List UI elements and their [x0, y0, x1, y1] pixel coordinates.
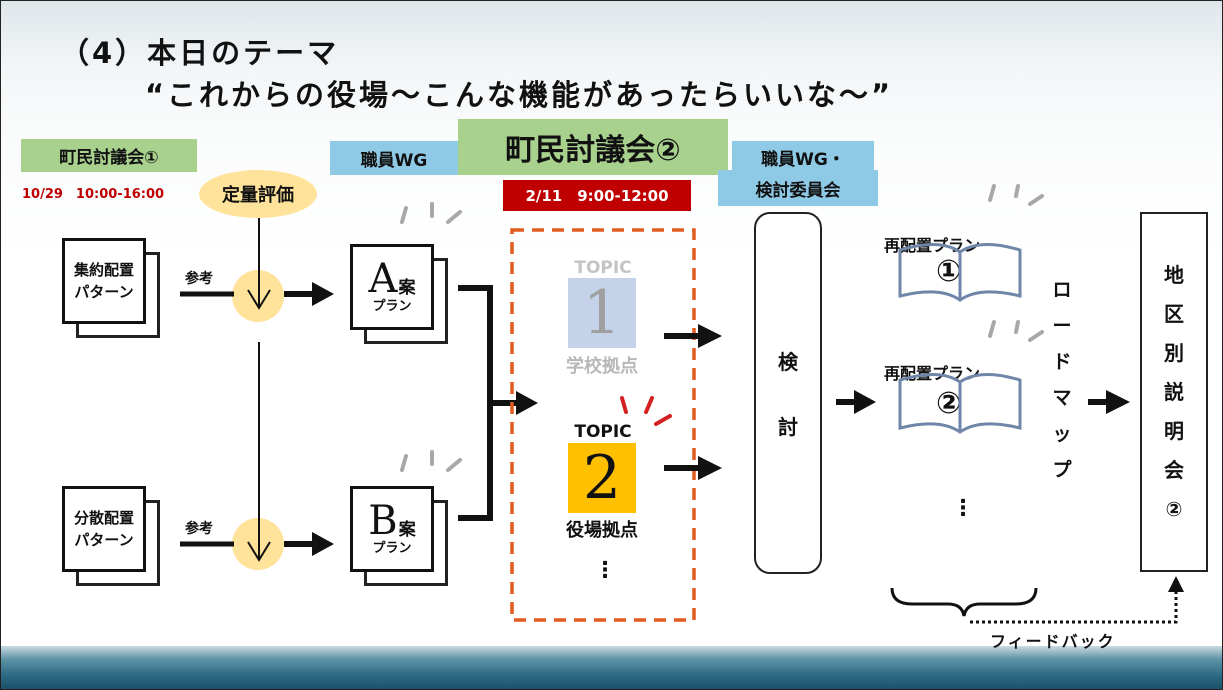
review-char-2: 討	[778, 415, 798, 439]
topic-2-number-box: 2	[568, 443, 636, 513]
feedback-label: フィードバック	[990, 632, 1116, 651]
roadmap-char-3: ド	[1052, 351, 1072, 373]
topic-2-name: 役場拠点	[566, 520, 638, 541]
topic-1-word: TOPIC	[574, 258, 632, 278]
district-char-4: 説	[1164, 379, 1184, 404]
district-char-6: 会	[1164, 457, 1184, 482]
topic-2-word: TOPIC	[574, 422, 632, 442]
district-briefing-box: 地 区 別 説 明 会 ②	[1140, 212, 1208, 572]
sea-background-strip	[0, 646, 1223, 690]
aggregate-pattern-line2: パターン	[74, 283, 134, 301]
plans-merge-connector	[458, 285, 518, 521]
topics-dashed-frame	[510, 228, 696, 622]
aggregate-pattern-doc: 集約配置 パターン	[62, 238, 146, 324]
relocation-1-book-icon	[898, 242, 1022, 302]
plans-merge-arrowhead	[516, 391, 538, 415]
relocation-plan-2-number: ②	[936, 386, 962, 421]
plans-curly-brace	[890, 587, 1038, 617]
distributed-pattern-line2: パターン	[74, 531, 134, 549]
plan-a-doc: A 案 プラン	[350, 244, 434, 330]
eval-arrow-2	[247, 342, 271, 562]
quantitative-evaluation-oval: 定量評価	[199, 170, 317, 218]
plan-a-attention-marks	[400, 202, 462, 224]
staff-wg-label: 職員WG	[330, 141, 458, 175]
reference-label-2: 参考	[185, 521, 213, 537]
circle1-to-plan-a-arrow	[284, 282, 334, 306]
distributed-pattern-line1: 分散配置	[73, 509, 134, 527]
relocation-1-attention-marks	[988, 184, 1044, 206]
aggregate-pattern-line1: 集約配置	[73, 261, 134, 279]
topic-1-name: 学校拠点	[566, 356, 638, 377]
roadmap-vertical-label: ロ ー ド マ ッ プ	[1046, 272, 1078, 488]
plan-b-suffix: 案	[398, 520, 416, 540]
relocation-plan-1-number: ①	[936, 254, 962, 289]
plan-b-doc: B 案 プラン	[350, 486, 434, 572]
staff-wg-committee-label-line1: 職員WG・	[732, 141, 874, 173]
relocation-2-attention-marks	[988, 320, 1044, 342]
plan-b-title: B 案	[368, 501, 415, 541]
topic-1-number-box: 1	[568, 278, 636, 348]
relocation-2-book-icon	[898, 372, 1022, 434]
circle2-to-plan-b-arrow	[284, 532, 334, 556]
plan-a-subtitle: プラン	[372, 299, 412, 314]
plan-b-attention-marks	[400, 450, 462, 472]
staff-wg-committee-label-line2: 検討委員会	[718, 170, 878, 206]
citizen-meeting-2-label: 町民討議会②	[458, 119, 728, 175]
feedback-arrowhead	[1168, 576, 1184, 592]
review-char-1: 検	[778, 350, 798, 374]
plan-b-subtitle: プラン	[372, 541, 412, 556]
title-line-2: “これからの役場～こんな機能があったらいいな～”	[145, 78, 894, 112]
reference-label-1: 参考	[185, 271, 213, 287]
plan-a-title: A 案	[369, 259, 416, 299]
topic-2-attention-marks	[620, 396, 672, 426]
district-char-3: 別	[1164, 340, 1184, 365]
eval-arrow-1	[247, 218, 271, 310]
title-line-1: （4）本日のテーマ	[60, 36, 340, 70]
roadmap-to-district-arrow	[1088, 390, 1130, 414]
plan-a-letter: A	[368, 256, 398, 302]
review-box: 検 討	[754, 212, 822, 574]
citizen-meeting-2-time: 2/11 9:00-12:00	[503, 180, 691, 211]
citizen-meeting-1-label: 町民討議会①	[21, 139, 197, 172]
feedback-dotted-arrow	[970, 592, 1178, 624]
topic2-to-review-arrow	[664, 456, 722, 480]
district-char-5: 明	[1164, 418, 1184, 443]
roadmap-char-4: マ	[1052, 387, 1072, 409]
district-char-7: ②	[1165, 496, 1183, 521]
distributed-pattern-doc: 分散配置 パターン	[62, 486, 146, 572]
roadmap-char-2: ー	[1052, 315, 1072, 337]
district-char-1: 地	[1164, 262, 1184, 287]
plan-a-suffix: 案	[398, 278, 416, 298]
plan-b-letter: B	[368, 498, 398, 544]
district-char-2: 区	[1164, 301, 1184, 326]
review-to-plans-arrow	[836, 390, 876, 414]
roadmap-char-1: ロ	[1052, 279, 1072, 301]
roadmap-char-6: プ	[1052, 459, 1072, 481]
topic1-to-review-arrow	[664, 324, 722, 348]
citizen-meeting-1-time: 10/29 10:00-16:00	[22, 187, 165, 202]
roadmap-char-5: ッ	[1052, 423, 1072, 445]
